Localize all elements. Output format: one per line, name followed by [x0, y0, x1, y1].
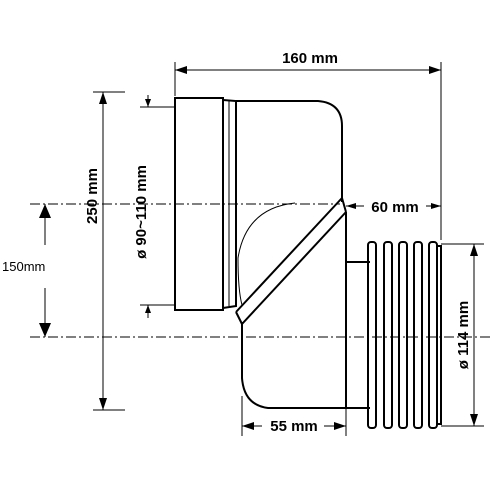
center-lines — [30, 203, 490, 338]
dimension-inlet-diameter-label: ø 90~110 mm — [133, 165, 150, 259]
dimension-bottom-width-label: 55 mm — [270, 418, 318, 435]
dimension-bottom-width: 55 mm — [241, 396, 347, 436]
outlet-neck — [346, 261, 370, 409]
diagonal-joint — [235, 197, 347, 325]
pan-connector-outline — [174, 97, 442, 429]
dimension-offset-vertical-label: 150mm — [2, 259, 45, 274]
dimension-outlet-diameter: ø 114 mm — [441, 243, 484, 427]
lower-body — [241, 322, 352, 409]
upper-body — [236, 100, 343, 202]
dimension-height-total: 250 mm — [84, 91, 125, 411]
dimension-width-top-label: 160 mm — [282, 50, 338, 67]
dimension-offset-vertical: 150mm — [2, 204, 51, 337]
dimension-outlet-diameter-label: ø 114 mm — [455, 301, 472, 369]
dimension-offset-horizontal: 60 mm — [346, 198, 441, 216]
dimension-width-top: 160 mm — [174, 50, 442, 240]
dimension-inlet-diameter: ø 90~110 mm — [133, 95, 175, 318]
dimension-offset-horizontal-label: 60 mm — [371, 199, 419, 216]
outlet-ribs — [367, 241, 442, 429]
dimension-height-total-label: 250 mm — [84, 168, 101, 224]
inner-sleeve — [237, 202, 296, 306]
